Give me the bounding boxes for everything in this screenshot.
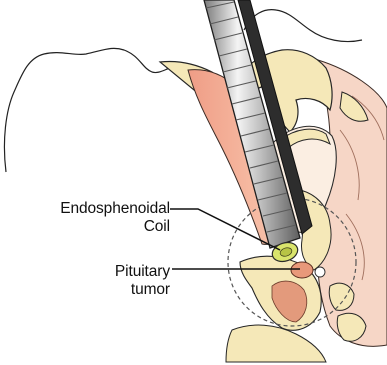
pituitary-tumor-label: Pituitary tumor [115, 263, 170, 299]
pituitary-tumor [291, 262, 313, 278]
endosphenoidal-coil-label: Endosphenoidal Coil [60, 200, 170, 236]
